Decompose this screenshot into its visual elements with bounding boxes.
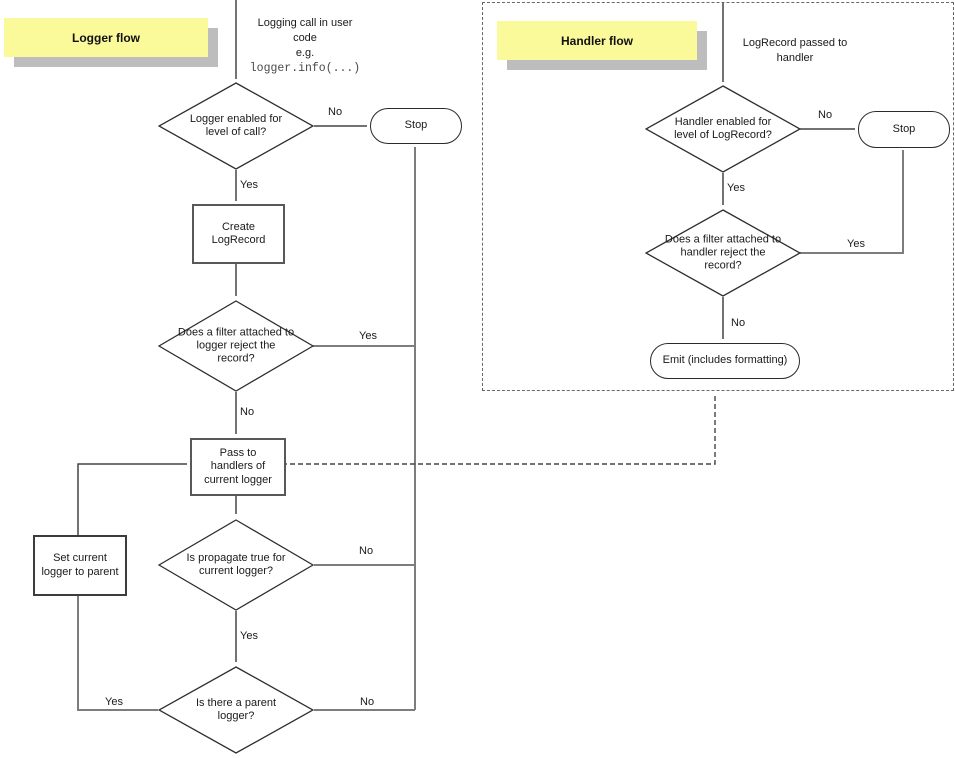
label-logger-enabled-yes: Yes [240, 179, 258, 191]
node-pass-to-handlers: Pass to handlers of current logger [190, 438, 286, 496]
node-label: Is there a parent logger? [195, 697, 277, 722]
annotation-line: e.g. [295, 47, 315, 59]
node-logger-stop: Stop [370, 108, 462, 144]
handler-flow-panel [482, 2, 954, 391]
handler-flow-note: Handler flow [497, 21, 697, 60]
label-parent-yes: Yes [105, 696, 123, 708]
node-handler-filter-check: Does a filter attached to handler reject… [645, 209, 801, 297]
label-propagate-yes: Yes [240, 630, 258, 642]
annotation-line: LogRecord passed to [742, 37, 848, 49]
logger-entry-annotation: Logging call in user code e.g. logger.in… [225, 16, 385, 76]
diamond-shape [645, 209, 801, 297]
node-label: Emit (includes formatting) [662, 354, 788, 367]
label-handler-enabled-no: No [818, 109, 833, 121]
node-logger-level-check: Logger enabled for level of call? [158, 82, 314, 170]
handler-flow-title: Handler flow [560, 33, 633, 48]
node-label: Pass to handlers of current logger [204, 446, 272, 486]
handler-entry-annotation: LogRecord passed to handler [731, 36, 859, 66]
node-logger-filter-check: Does a filter attached to logger reject … [158, 300, 314, 392]
node-label: Does a filter attached to logger reject … [177, 326, 295, 365]
diamond-shape [158, 300, 314, 392]
diamond-shape [158, 82, 314, 170]
node-parent-check: Is there a parent logger? [158, 666, 314, 754]
logger-flow-note: Logger flow [4, 18, 208, 57]
node-emit: Emit (includes formatting) [650, 343, 800, 379]
node-label: Stop [892, 122, 916, 135]
node-label: Does a filter attached to handler reject… [664, 233, 782, 272]
node-handler-level-check: Handler enabled for level of LogRecord? [645, 85, 801, 173]
annotation-code: logger.info(...) [249, 62, 361, 75]
node-create-logrecord: Create LogRecord [192, 204, 285, 264]
diamond-shape [158, 666, 314, 754]
node-propagate-check: Is propagate true for current logger? [158, 519, 314, 611]
node-label: Handler enabled for level of LogRecord? [674, 116, 772, 141]
annotation-line: handler [776, 52, 814, 64]
logger-flow-title: Logger flow [72, 30, 140, 45]
diamond-shape [158, 519, 314, 611]
label-logger-filter-yes: Yes [359, 330, 377, 342]
node-label: Set current logger to parent [41, 552, 119, 578]
node-label: Create LogRecord [211, 220, 266, 247]
label-handler-filter-no: No [731, 317, 746, 329]
label-handler-filter-yes: Yes [847, 238, 865, 250]
node-label: Stop [404, 119, 428, 132]
diamond-shape [645, 85, 801, 173]
node-set-current-logger: Set current logger to parent [33, 535, 127, 596]
node-label: Logger enabled for level of call? [189, 113, 283, 138]
label-logger-enabled-no: No [328, 106, 343, 118]
annotation-line: code [293, 32, 317, 44]
label-handler-enabled-yes: Yes [727, 182, 745, 194]
node-label: Is propagate true for current logger? [186, 552, 286, 577]
label-logger-filter-no: No [240, 406, 255, 418]
annotation-line: Logging call in user [257, 17, 353, 29]
label-propagate-no: No [359, 545, 374, 557]
node-handler-stop: Stop [858, 111, 950, 148]
label-parent-no: No [360, 696, 375, 708]
